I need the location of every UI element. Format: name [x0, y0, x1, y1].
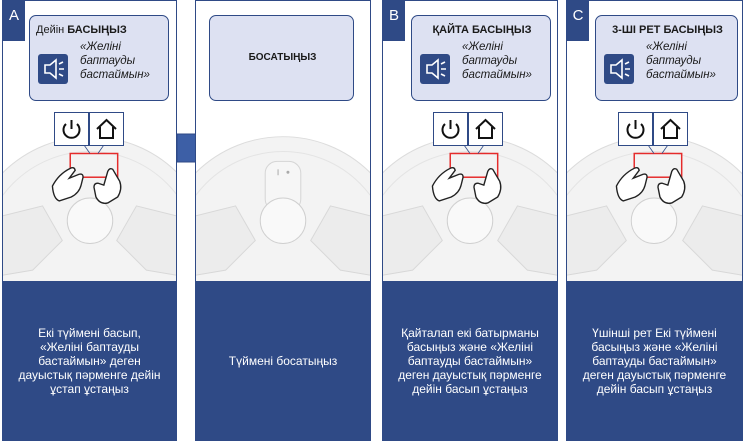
- home-icon: [660, 118, 681, 139]
- home-button: [89, 112, 124, 146]
- voice-prompt-card: ҚАЙТА БАСЫҢЫЗ «Желіні баптауды бастаймын…: [411, 15, 551, 101]
- step-description: Қайталап екі батырманы басыңыз және «Жел…: [383, 281, 557, 440]
- home-icon: [475, 118, 496, 139]
- power-icon: [62, 120, 81, 139]
- power-icon: [441, 120, 460, 139]
- step-panel-a: A Дейін БАСЫҢЫЗ «Желіні баптауды бастайм…: [2, 0, 177, 441]
- step-panel-release: БОСАТЫҢЫЗ Түймені босатыңыз: [195, 0, 371, 441]
- step-description: Екі түймені басып, «Желіні баптауды баст…: [3, 281, 176, 440]
- power-button: [618, 112, 653, 146]
- card-title: 3-ШІ РЕТ БАСЫҢЫЗ: [612, 24, 723, 36]
- voice-prompt-quote: «Желіні баптауды бастаймын»: [646, 41, 716, 81]
- home-button: [468, 112, 503, 146]
- hand-icon: [51, 166, 122, 204]
- step-description: Үшінші рет Екі түймені басыңыз және «Жел…: [567, 281, 742, 440]
- speaker-icon: [420, 54, 450, 84]
- step-letter: A: [3, 1, 25, 41]
- voice-prompt-quote: «Желіні баптауды бастаймын»: [80, 41, 150, 81]
- voice-prompt-quote: «Желіні баптауды бастаймын»: [462, 41, 532, 81]
- power-button: [433, 112, 468, 146]
- voice-prompt-card: 3-ШІ РЕТ БАСЫҢЫЗ «Желіні баптауды бастай…: [595, 15, 738, 101]
- power-icon: [626, 120, 645, 139]
- step-description: Түймені босатыңыз: [196, 281, 370, 440]
- power-button: [54, 112, 89, 146]
- card-title: ҚАЙТА БАСЫҢЫЗ: [432, 24, 532, 36]
- step-panel-c: C 3-ШІ РЕТ БАСЫҢЫЗ «Желіні баптауды баст…: [566, 0, 743, 441]
- hand-icon: [431, 166, 502, 204]
- card-title: Дейін БАСЫҢЫЗ: [36, 24, 127, 36]
- card-title: БОСАТЫҢЫЗ: [248, 52, 317, 63]
- home-button: [653, 112, 688, 146]
- step-letter: B: [383, 1, 405, 41]
- speaker-icon: [604, 54, 634, 84]
- hand-icon: [615, 166, 686, 204]
- step-panel-b: B ҚАЙТА БАСЫҢЫЗ «Желіні баптауды бастайм…: [382, 0, 558, 441]
- voice-prompt-card: Дейін БАСЫҢЫЗ «Желіні баптауды бастаймын…: [29, 15, 169, 101]
- robot-vacuum-illustration: [196, 111, 370, 385]
- speaker-icon: [38, 54, 68, 84]
- voice-prompt-card: БОСАТЫҢЫЗ: [209, 15, 354, 101]
- home-icon: [96, 118, 117, 139]
- step-letter: C: [567, 1, 589, 41]
